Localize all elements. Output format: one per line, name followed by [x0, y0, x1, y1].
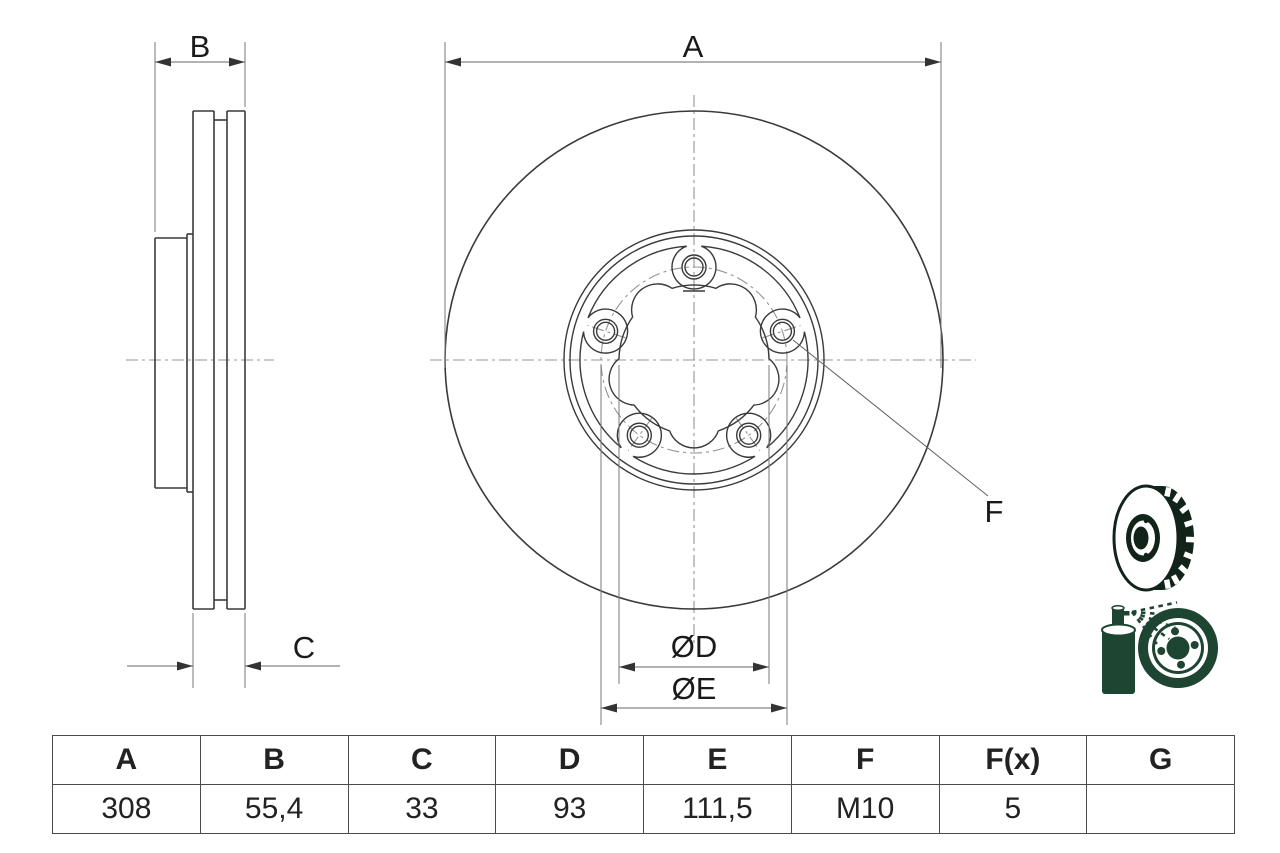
dim-e-label: ØE	[672, 671, 717, 706]
header-cell-b: B	[199, 735, 349, 785]
header-cell-c: C	[347, 735, 497, 785]
header-cell-e: E	[643, 735, 792, 785]
header-cell-fx: F(x)	[938, 735, 1088, 785]
spec-table-value-row: 308 55,4 33 93 111,5 M10 5	[52, 784, 1235, 834]
bolt-holes	[592, 254, 796, 448]
spray-coated-disc-icon	[1101, 601, 1218, 694]
dim-c-label: C	[293, 630, 315, 665]
header-cell-g: G	[1086, 735, 1235, 785]
spec-table: A B C D E F F(x) G 308 55,4 33 93 111,5 …	[52, 735, 1235, 834]
bolt-hole	[626, 422, 652, 448]
bolt-hole	[736, 422, 762, 448]
vent-slots	[1163, 487, 1196, 590]
header-cell-a: A	[52, 735, 201, 785]
header-cell-d: D	[495, 735, 644, 785]
dim-f-label: F	[985, 494, 1004, 529]
value-cell-a: 308	[52, 784, 201, 834]
spray-mist	[1130, 601, 1178, 650]
bolt-hole	[769, 318, 796, 344]
dim-d: ØD	[618, 365, 770, 684]
dim-b-label: B	[190, 29, 211, 64]
technical-drawing: B C	[126, 29, 1218, 725]
dim-c: C	[127, 613, 340, 688]
hat-section-outline	[154, 233, 193, 493]
dim-a: A	[444, 29, 942, 368]
vented-brake-disc-icon	[1112, 484, 1196, 592]
value-cell-b: 55,4	[199, 784, 349, 834]
value-cell-e: 111,5	[643, 784, 792, 834]
coated-disc	[1138, 608, 1218, 688]
dim-a-label: A	[683, 29, 704, 64]
hub-circle-outer	[563, 229, 825, 491]
bolt-hole	[681, 254, 707, 280]
spec-table-header-row: A B C D E F F(x) G	[52, 735, 1235, 785]
center-bore-outline	[608, 283, 780, 449]
side-view: B C	[126, 29, 340, 688]
value-cell-d: 93	[495, 784, 644, 834]
dim-d-label: ØD	[671, 629, 718, 664]
bolt-hole	[592, 318, 619, 344]
value-cell-f: M10	[790, 784, 940, 834]
value-cell-fx: 5	[938, 784, 1088, 834]
spray-can	[1101, 605, 1136, 694]
value-cell-c: 33	[347, 784, 497, 834]
front-view: A ØD ØE F	[430, 29, 1003, 725]
disc-section-outline	[192, 110, 246, 610]
dim-b: B	[154, 29, 246, 232]
dim-e: ØE	[600, 365, 788, 725]
bolt-circle	[600, 266, 788, 454]
leader-f: F	[792, 339, 1004, 529]
value-cell-g	[1086, 784, 1235, 834]
hub-scallop-outline	[579, 245, 809, 475]
header-cell-f: F	[790, 735, 940, 785]
